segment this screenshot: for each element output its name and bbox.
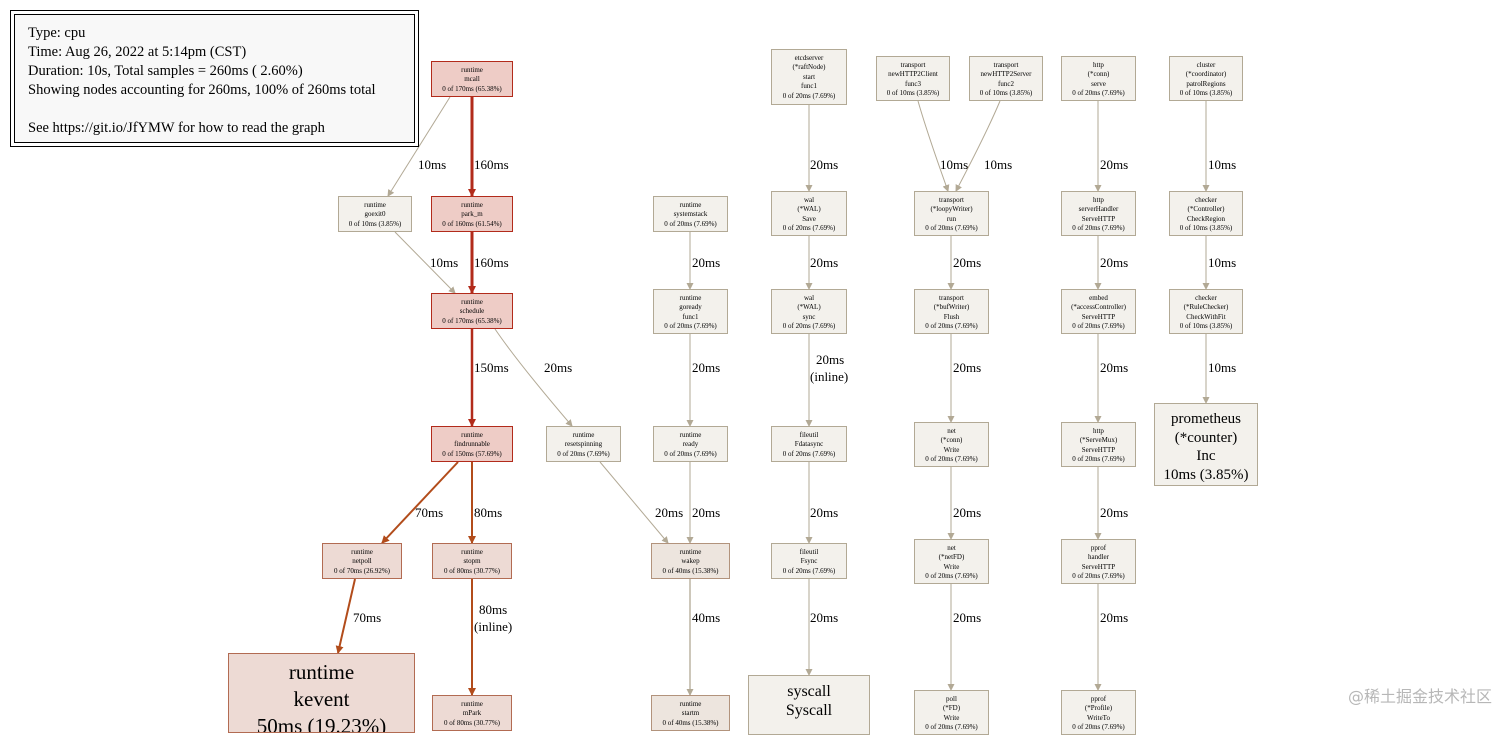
- edge-label: 160ms: [474, 255, 509, 270]
- edge-label: 20ms: [692, 505, 721, 520]
- call-edge: [599, 461, 669, 544]
- edge-label: 20ms: [692, 255, 721, 270]
- edge-label: 10ms: [418, 157, 447, 172]
- edge-label: 20ms: [810, 505, 839, 520]
- call-edge: [394, 231, 456, 294]
- call-edge: [917, 100, 950, 192]
- edge-label: 10ms: [984, 157, 1013, 172]
- legend-showing: Showing nodes accounting for 260ms, 100%…: [28, 82, 376, 98]
- edge-label: 10ms: [1208, 255, 1237, 270]
- legend-help: See https://git.io/JfYMW for how to read…: [28, 120, 325, 136]
- edge-label: 20ms: [810, 157, 839, 172]
- edge-label: 20ms: [692, 360, 721, 375]
- edge-label: 20ms: [1100, 505, 1129, 520]
- edge-label: 150ms: [474, 360, 509, 375]
- edge-label: 70ms: [415, 505, 444, 520]
- edge-label: 160ms: [474, 157, 509, 172]
- edge-label: 20ms: [1100, 255, 1129, 270]
- edge-label: 70ms: [353, 610, 382, 625]
- edge-label: 20ms: [544, 360, 573, 375]
- edge-label: 20ms: [1100, 610, 1129, 625]
- edge-label: 20ms: [953, 255, 982, 270]
- edge-label: 20ms: [810, 255, 839, 270]
- edge-label: 10ms: [1208, 360, 1237, 375]
- edge-label: 80ms: [474, 505, 503, 520]
- call-edge: [335, 578, 356, 654]
- edge-label: 20ms: [1100, 360, 1129, 375]
- edge-label: 80ms: [479, 602, 508, 617]
- edge-label: 20ms: [1100, 157, 1129, 172]
- edge-label: 20ms: [953, 610, 982, 625]
- call-edge: [381, 461, 459, 544]
- call-edge: [955, 100, 1001, 192]
- legend-time: Time: Aug 26, 2022 at 5:14pm (CST): [28, 44, 247, 60]
- graph-legend: Type: cpu Time: Aug 26, 2022 at 5:14pm (…: [10, 10, 419, 147]
- call-edge: [387, 96, 451, 197]
- edge-label: 20ms: [655, 505, 684, 520]
- edge-label: 20ms: [953, 505, 982, 520]
- call-edge: [494, 328, 573, 427]
- edge-label: 20ms: [810, 610, 839, 625]
- edge-label: 10ms: [940, 157, 969, 172]
- watermark: @稀土掘金技术社区: [1347, 687, 1492, 706]
- edge-label: 20ms: [953, 360, 982, 375]
- legend-duration: Duration: 10s, Total samples = 260ms ( 2…: [28, 63, 303, 79]
- edge-label: (inline): [474, 619, 513, 634]
- edge-label: 40ms: [692, 610, 721, 625]
- edge-label: (inline): [810, 369, 849, 384]
- legend-type: Type: cpu: [28, 25, 86, 41]
- edge-label: 10ms: [430, 255, 459, 270]
- edge-label: 10ms: [1208, 157, 1237, 172]
- edge-label: 20ms: [816, 352, 845, 367]
